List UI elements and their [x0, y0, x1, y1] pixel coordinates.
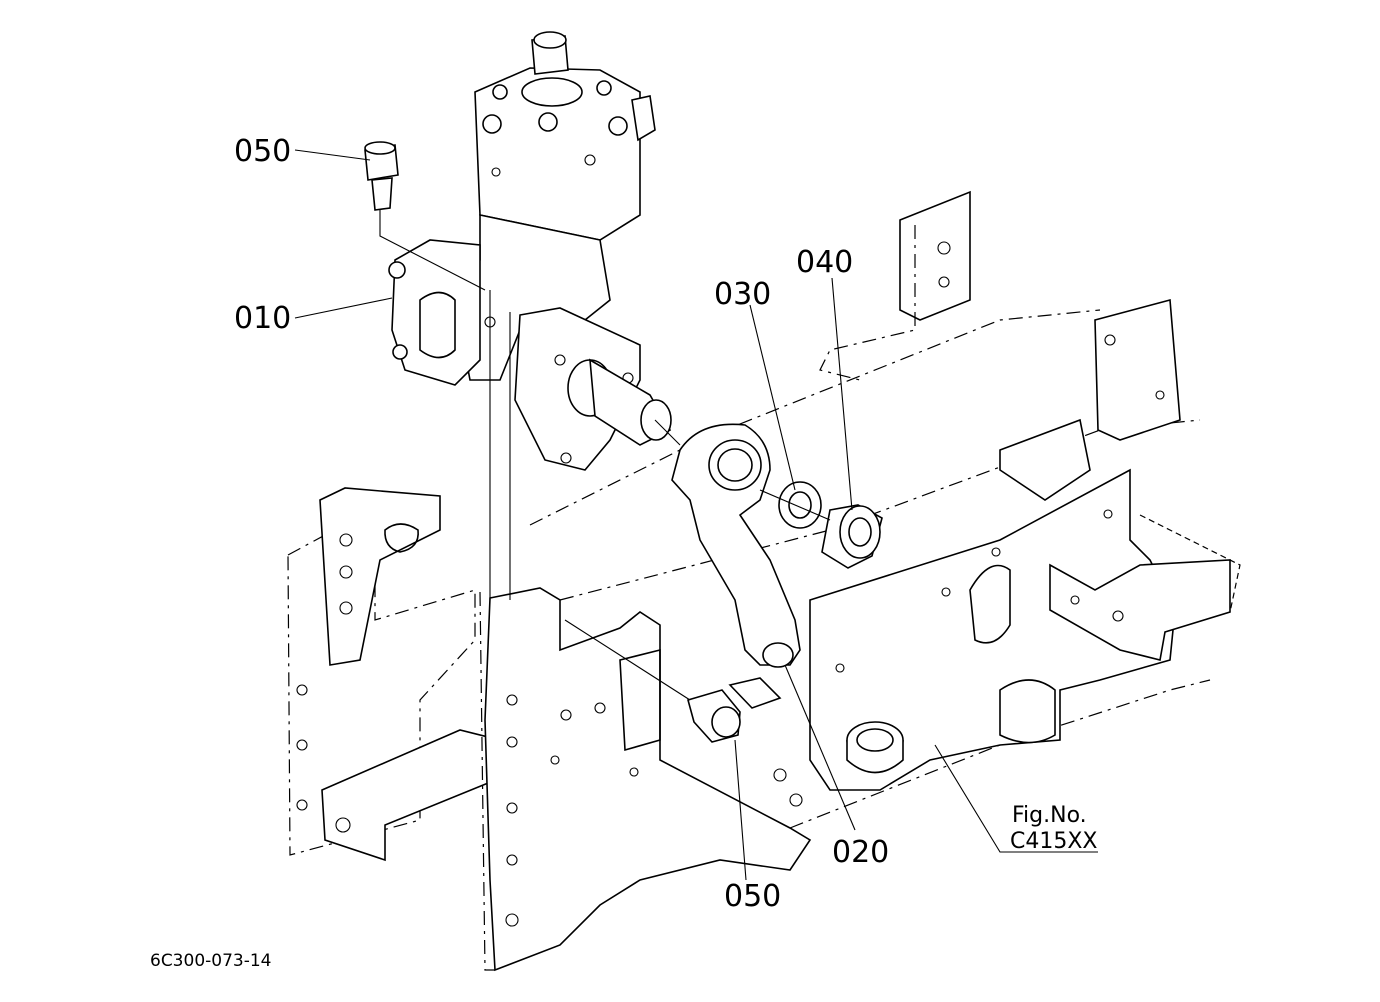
fig-ref-code: C415XX [1010, 829, 1098, 854]
drawing-id: 6C300-073-14 [150, 951, 271, 971]
fig-ref-label: Fig.No. [1012, 803, 1087, 828]
washer-and-nut [778, 481, 883, 569]
callout-020: 020 [832, 835, 889, 870]
frame-assembly [287, 190, 1241, 972]
bolt-top [364, 141, 399, 211]
callout-labels: 050 010 030 040 020 050 Fig.No. C415XX 6… [150, 134, 1098, 971]
pitman-arm [671, 423, 801, 668]
leader-lines [294, 149, 1098, 881]
callout-050-top: 050 [234, 134, 291, 169]
callout-010: 010 [234, 301, 291, 336]
callout-040: 040 [796, 245, 853, 280]
callout-030: 030 [714, 277, 771, 312]
callout-050-bottom: 050 [724, 879, 781, 914]
steering-gearbox [388, 31, 672, 471]
